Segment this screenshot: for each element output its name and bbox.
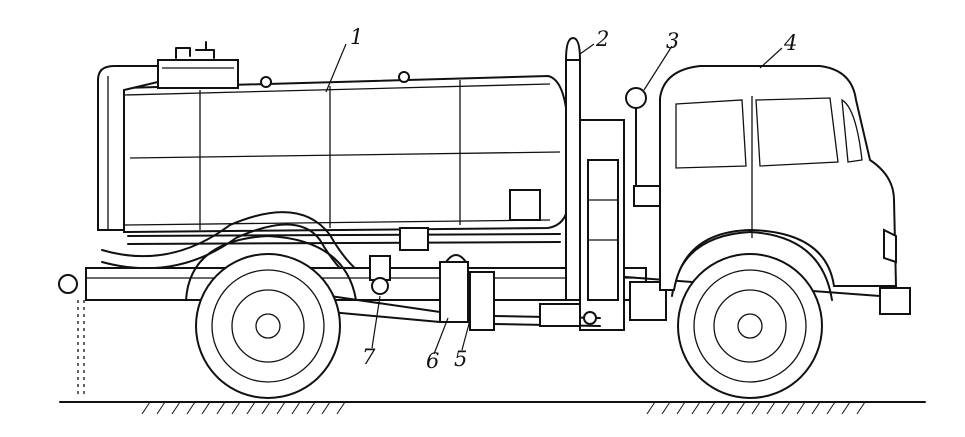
leader-lines	[325, 43, 783, 355]
rear-wheel	[185, 235, 357, 399]
callout-3: 3	[666, 29, 679, 53]
callout-6: 6	[426, 349, 439, 373]
tank	[97, 41, 569, 251]
callout-7: 7	[362, 345, 376, 369]
drive-line	[329, 254, 667, 331]
ground	[59, 300, 926, 415]
callout-5: 5	[454, 347, 467, 371]
front-wheel	[671, 231, 833, 399]
callout-2: 2	[595, 27, 609, 51]
callout-4: 4	[783, 31, 797, 55]
callout-1: 1	[350, 25, 363, 49]
pump-column	[564, 36, 625, 331]
cab	[625, 65, 898, 291]
